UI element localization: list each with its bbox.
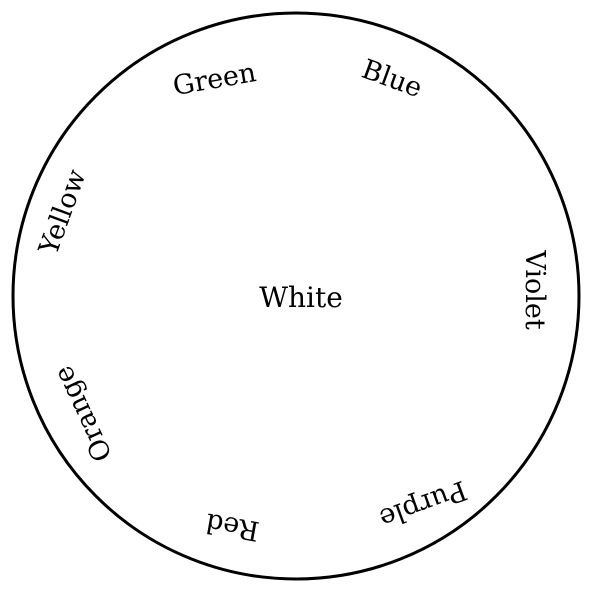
label-purple: Purple (375, 474, 471, 534)
label-yellow: Yellow (33, 165, 93, 259)
label-green: Green (171, 57, 259, 102)
label-red: Red (203, 506, 261, 546)
color-wheel-circle (11, 11, 581, 581)
label-violet: Violet (519, 249, 550, 330)
center-label-white: White (259, 281, 343, 314)
label-blue: Blue (358, 54, 427, 104)
